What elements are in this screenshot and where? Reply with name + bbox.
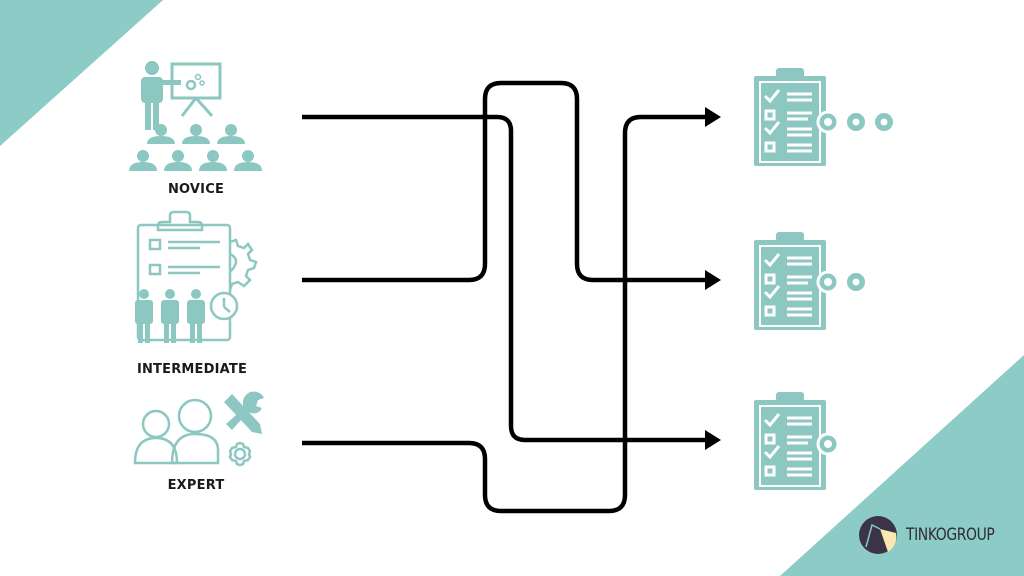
gear-icon — [816, 110, 840, 134]
level-label-intermediate: INTERMEDIATE — [136, 362, 248, 377]
clipboard-team-clock-icon — [135, 210, 258, 343]
checklist-two-gears-icon — [754, 232, 865, 330]
presentation-audience-icon — [129, 61, 262, 171]
lamp-logo-icon — [859, 516, 897, 554]
level-label-novice: NOVICE — [167, 182, 225, 197]
level-label-expert: EXPERT — [167, 478, 225, 493]
connector-expert-to-outcome-1 — [302, 114, 708, 514]
users-tools-gear-icon — [133, 391, 264, 467]
brand-name: TINKOGROUP — [906, 525, 995, 545]
connector-novice-to-outcome-3 — [302, 114, 708, 443]
top-left-accent-triangle — [0, 0, 163, 146]
connector-intermediate-to-outcome-2 — [302, 80, 708, 283]
checklist-three-gears-icon — [754, 68, 893, 166]
gear-icon — [816, 270, 840, 294]
gear-icon — [816, 432, 840, 456]
bottom-right-accent-triangle — [780, 355, 1024, 576]
brand-logo: TINKOGROUP — [858, 515, 1014, 555]
gear-icon — [875, 113, 893, 131]
gear-icon — [847, 273, 865, 291]
gear-icon — [847, 113, 865, 131]
checklist-one-gear-icon — [754, 392, 840, 490]
arrowhead-icon — [705, 270, 721, 290]
arrowhead-icon — [705, 107, 721, 127]
arrowhead-icon — [705, 430, 721, 450]
